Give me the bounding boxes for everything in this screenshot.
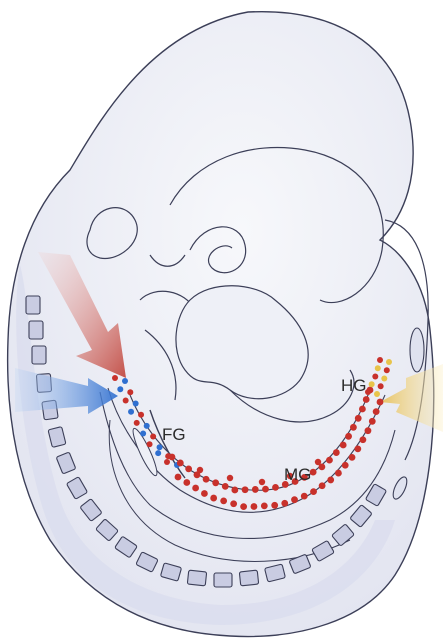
cell-dot bbox=[259, 479, 265, 485]
cell-dot bbox=[123, 398, 129, 404]
cell-dot bbox=[345, 433, 352, 440]
cell-dot bbox=[342, 462, 349, 469]
cell-dot bbox=[175, 474, 182, 481]
cell-dot bbox=[147, 441, 153, 447]
cell-dot bbox=[272, 484, 279, 491]
cell-dot bbox=[112, 375, 118, 381]
cell-dot bbox=[222, 483, 229, 490]
cell-dot bbox=[201, 490, 208, 497]
cell-dot bbox=[157, 444, 163, 450]
cell-dot bbox=[363, 396, 370, 403]
cell-dot bbox=[177, 460, 184, 467]
cell-dot bbox=[133, 401, 139, 407]
cell-dot bbox=[319, 482, 326, 489]
cell-dot bbox=[140, 431, 146, 437]
cell-dot bbox=[326, 457, 333, 464]
cell-dot bbox=[271, 502, 278, 509]
cell-dot bbox=[355, 415, 362, 422]
cell-dot bbox=[252, 486, 259, 493]
cell-dot bbox=[261, 502, 268, 509]
cell-dot bbox=[281, 500, 288, 507]
label-hg: HG bbox=[341, 376, 367, 395]
cell-dot bbox=[262, 486, 269, 493]
cell-dot bbox=[185, 465, 192, 472]
cell-dot bbox=[381, 375, 387, 381]
somite bbox=[214, 573, 232, 587]
cell-dot bbox=[350, 424, 357, 431]
cell-dot bbox=[128, 409, 134, 415]
cell-dot bbox=[192, 485, 199, 492]
cell-dot bbox=[122, 378, 128, 384]
cell-dot bbox=[372, 373, 378, 379]
cell-dot bbox=[378, 383, 384, 389]
cell-dot bbox=[231, 487, 238, 494]
cell-dot bbox=[301, 493, 308, 500]
cell-dot bbox=[373, 408, 380, 415]
cell-dot bbox=[327, 477, 334, 484]
cell-dot bbox=[377, 357, 383, 363]
cell-dot bbox=[144, 423, 150, 429]
cell-dot bbox=[349, 454, 356, 461]
cell-dot bbox=[340, 442, 347, 449]
label-mg: MG bbox=[284, 465, 311, 484]
cell-dot bbox=[386, 359, 392, 365]
limb-bud bbox=[410, 328, 424, 372]
somite bbox=[26, 296, 40, 314]
cell-dot bbox=[369, 418, 376, 425]
label-fg: FG bbox=[162, 425, 186, 444]
cell-dot bbox=[230, 500, 237, 507]
cell-dot bbox=[227, 475, 233, 481]
cell-dot bbox=[138, 412, 144, 418]
cell-dot bbox=[375, 365, 381, 371]
cell-dot bbox=[384, 367, 390, 373]
somite bbox=[29, 321, 43, 339]
cell-dot bbox=[117, 386, 123, 392]
cell-dot bbox=[251, 503, 258, 510]
cell-dot bbox=[335, 470, 342, 477]
cell-dot bbox=[365, 427, 372, 434]
cell-dot bbox=[377, 399, 384, 406]
cell-dot bbox=[310, 488, 317, 495]
cell-dot bbox=[164, 459, 170, 465]
cell-dot bbox=[203, 476, 210, 483]
cell-dot bbox=[291, 496, 298, 503]
cell-dot bbox=[374, 391, 380, 397]
somite bbox=[239, 570, 258, 586]
cell-dot bbox=[333, 449, 340, 456]
cell-dot bbox=[210, 495, 217, 502]
cell-dot bbox=[240, 503, 247, 510]
cell-dot bbox=[127, 389, 133, 395]
cell-dot bbox=[315, 459, 321, 465]
cell-dot bbox=[197, 467, 203, 473]
somite bbox=[187, 570, 206, 586]
cell-dot bbox=[150, 434, 156, 440]
cell-dot bbox=[212, 479, 219, 486]
cell-dot bbox=[134, 420, 140, 426]
cell-dot bbox=[155, 450, 161, 456]
cell-dot bbox=[359, 436, 366, 443]
cell-dot bbox=[369, 381, 375, 387]
cell-dot bbox=[183, 479, 190, 486]
cell-dot bbox=[242, 486, 249, 493]
cell-dot bbox=[359, 406, 366, 413]
cell-dot bbox=[169, 454, 176, 461]
somite bbox=[32, 346, 46, 364]
cell-dot bbox=[354, 445, 361, 452]
cell-dot bbox=[220, 498, 227, 505]
